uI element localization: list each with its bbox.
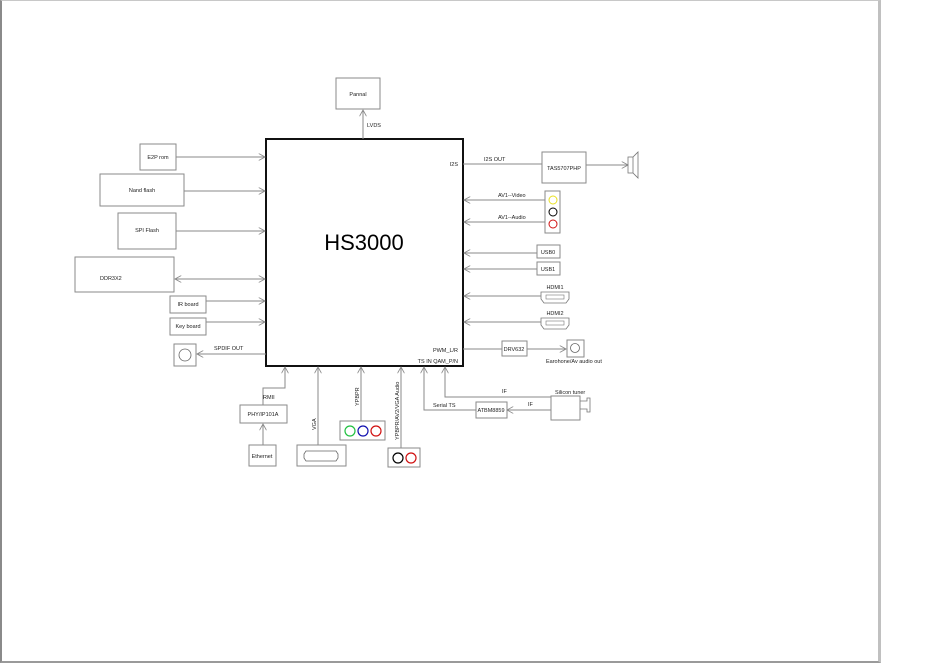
nand-flash-block: Nand flash	[99, 173, 265, 207]
usb0-label: USB0	[541, 250, 555, 256]
hdmi1-port-icon	[540, 291, 570, 304]
chip-title: HS3000	[324, 230, 404, 255]
key-board-label: Key board	[175, 324, 200, 330]
hdmi2-slot	[545, 320, 565, 326]
jack-green-icon	[344, 425, 356, 437]
av1-video-label: AV1--Video	[498, 193, 526, 199]
pin-pwm: PWM_L/R	[433, 348, 458, 354]
ypbpr-block: YPBPR	[339, 367, 386, 441]
jack-red-icon	[405, 452, 417, 464]
amp-label: TAS5707PHP	[547, 166, 581, 172]
audio-in-block: YPBPR/AV2/VGA Audio	[387, 367, 421, 468]
vga-label: VGA	[312, 418, 318, 430]
jack-black-icon	[392, 452, 404, 464]
jack-blue-icon	[357, 425, 369, 437]
usb1-block: USB1	[464, 261, 561, 276]
key-board-block: Key board	[169, 317, 265, 336]
ethernet-label: Ethernet	[252, 454, 273, 460]
panel-label: Pannal	[349, 92, 366, 98]
tuner-label: Silicon tuner	[555, 390, 585, 396]
av1-block: AV1--Video AV1--Audio	[464, 190, 561, 234]
tuner-connector-icon	[580, 397, 591, 413]
pin-i2s: I2S	[450, 162, 459, 168]
hdmi2-label: HDMI2	[546, 311, 563, 317]
vga-block: VGA	[296, 367, 347, 467]
hdmi1-label: HDMI1	[546, 285, 563, 291]
spi-flash-block: SPI Flash	[117, 212, 265, 250]
lvds-label: LVDS	[367, 123, 381, 129]
panel-block: Pannal LVDS	[335, 77, 381, 139]
serial-ts-label: Serial TS	[433, 403, 456, 409]
e2p-rom-block: E2P rom	[139, 143, 265, 171]
serial-ts-wire	[424, 367, 476, 411]
if-label-1: IF	[502, 389, 508, 395]
jack-red-icon	[548, 219, 558, 229]
if-label-2: IF	[528, 402, 534, 408]
hdmi2-block: HDMI2	[464, 311, 570, 330]
rmii-label: RMII	[263, 395, 275, 401]
ddr-label: DDR3X2	[100, 276, 122, 282]
spdif-label: SPDIF OUT	[214, 346, 244, 352]
phy-label: PHY/IP101A	[248, 412, 279, 418]
i2s-out-label: I2S OUT	[484, 157, 506, 163]
jack-red-icon	[370, 425, 382, 437]
usb1-label: USB1	[541, 267, 555, 273]
spi-flash-label: SPI Flash	[135, 228, 159, 234]
amp-block: I2S OUT TAS5707PHP	[463, 151, 639, 184]
phy-block: PHY/IP101A RMII Ethernet	[239, 367, 287, 467]
jack-black-icon	[548, 207, 558, 217]
speaker-icon	[627, 151, 639, 179]
drv-label: DRV632	[504, 347, 525, 353]
drv-block: DRV632 Earohone/Av audio out	[463, 339, 602, 365]
ir-board-label: IR board	[177, 302, 198, 308]
nand-flash-label: Nand flash	[129, 188, 155, 194]
earphone-jack-icon	[570, 343, 580, 353]
e2p-rom-label: E2P rom	[147, 155, 169, 161]
hdmi2-port-icon	[540, 317, 570, 330]
hdmi1-slot	[545, 294, 565, 300]
rmii-wire	[262, 367, 285, 405]
ypbpr-audio-label: YPBPR/AV2/VGA Audio	[395, 382, 401, 440]
vga-connector-icon	[303, 450, 339, 462]
ddr-block: DDR3X2	[74, 256, 265, 293]
chip-hs3000: HS3000 I2S PWM_L/R TS IN QAM_P/N	[265, 138, 464, 367]
av1-audio-label: AV1--Audio	[498, 215, 526, 221]
pin-ts-in: TS IN QAM_P/N	[418, 359, 458, 365]
tuner-block: Silicon tuner IF IF ATBM8859 Serial TS	[424, 367, 591, 421]
if-direct-wire	[445, 367, 551, 398]
ypbpr-label: YPBPR	[355, 387, 361, 406]
spdif-jack-icon	[178, 348, 192, 362]
demod-label: ATBM8859	[477, 408, 504, 414]
usb0-block: USB0	[464, 244, 561, 259]
hdmi1-block: HDMI1	[464, 285, 570, 304]
page-frame	[0, 0, 881, 663]
spdif-block: SPDIF OUT	[173, 343, 266, 367]
ir-board-block: IR board	[169, 295, 265, 314]
earphone-label: Earohone/Av audio out	[546, 359, 602, 365]
jack-yellow-icon	[548, 195, 558, 205]
